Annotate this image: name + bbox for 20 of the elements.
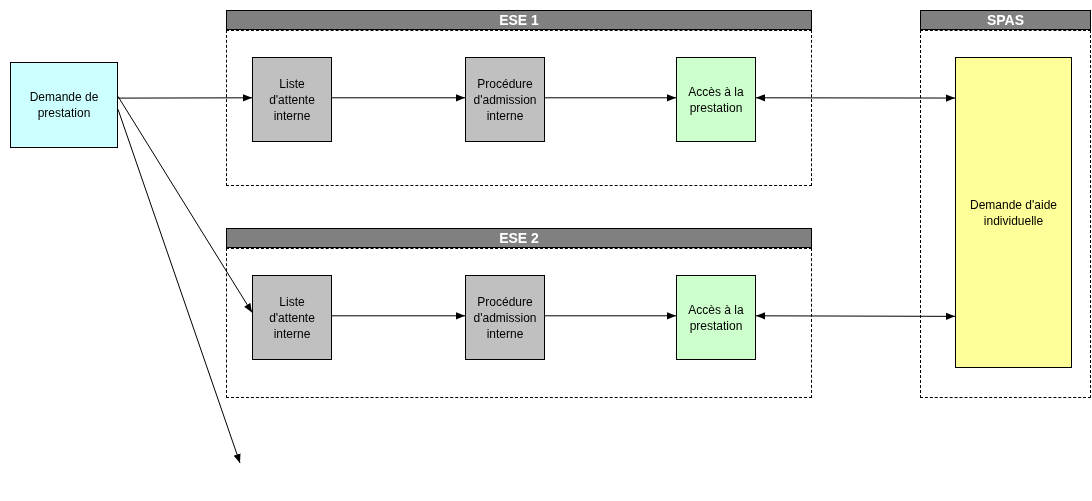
process-box: Procédure d'admission interne	[465, 57, 545, 142]
access-box: Accès à la prestation	[676, 275, 756, 360]
group-title: SPAS	[986, 13, 1025, 27]
arrow	[544, 94, 677, 102]
process-box: Liste d'attente interne	[252, 275, 332, 360]
process-box: Procédure d'admission interne	[465, 275, 545, 360]
access-box: Accès à la prestation	[676, 57, 756, 142]
request-box: Demande de prestation	[10, 62, 118, 148]
process-box: Liste d'attente interne	[252, 57, 332, 142]
arrow	[331, 94, 466, 102]
arrow	[544, 312, 677, 320]
group-title: ESE 2	[499, 231, 539, 245]
arrow	[755, 94, 956, 102]
arrow	[755, 312, 956, 320]
aid-request-box: Demande d'aide individuelle	[955, 57, 1072, 368]
group-title: ESE 1	[499, 13, 539, 27]
arrow	[117, 95, 253, 313]
arrow	[117, 108, 241, 464]
arrow	[117, 94, 253, 102]
arrow	[331, 312, 466, 320]
